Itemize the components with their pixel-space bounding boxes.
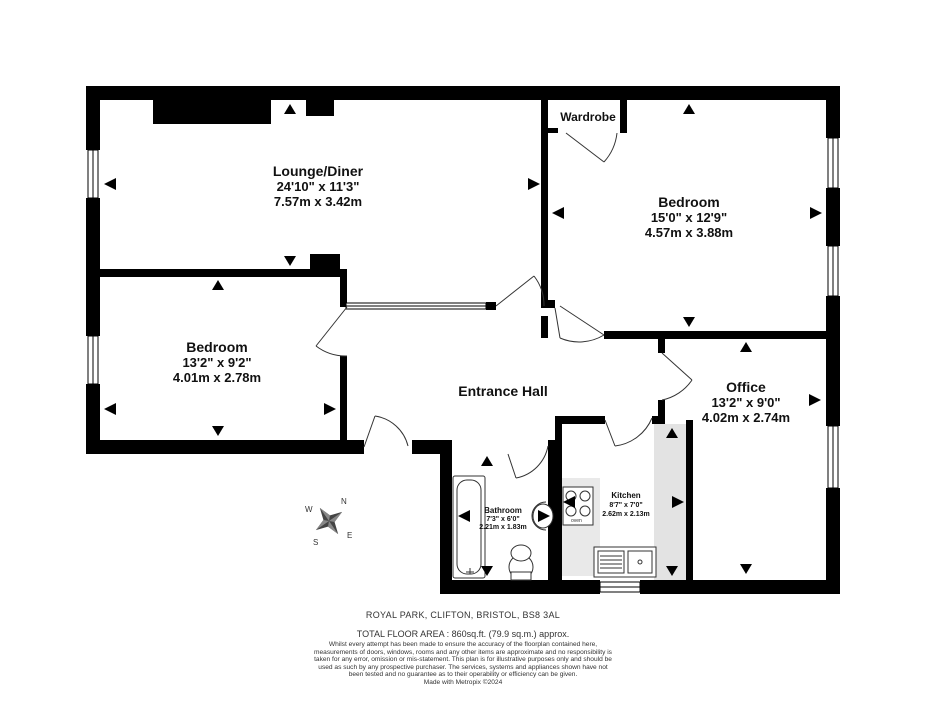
bedroom2-dim-metric: 4.01m x 2.78m (173, 370, 261, 385)
footer-total-area: TOTAL FLOOR AREA : 860sq.ft. (79.9 sq.m.… (356, 629, 570, 639)
bedroom2-dim-imperial: 13'2" x 9'2" (182, 355, 251, 370)
bathroom-dim-metric: 2.21m x 1.83m (479, 524, 526, 531)
kitchen-dim-imperial: 8'7" x 7'0" (609, 502, 642, 509)
compass-w: W (305, 505, 313, 514)
sink-drainer (597, 550, 625, 574)
bathroom-dim-imperial: 7'3" x 6'0" (486, 516, 519, 523)
toilet-seat (510, 544, 532, 562)
bedroom1-name: Bedroom (658, 194, 719, 210)
arrow-up (284, 104, 296, 114)
oven-label: oven (571, 518, 582, 524)
footer-disclaimer: Whilst every attempt has been made to en… (314, 641, 612, 679)
kitchen-fixtures (562, 486, 657, 578)
bathroom-name: Bathroom (484, 506, 522, 515)
lounge-dim-imperial: 24'10" x 11'3" (277, 179, 360, 194)
kitchen-dim-metric: 2.62m x 2.13m (602, 511, 649, 518)
office-name: Office (726, 379, 766, 395)
toilet-cistern (510, 571, 532, 581)
office-dim-imperial: 13'2" x 9'0" (711, 395, 780, 410)
doors (315, 132, 693, 479)
arrow-down (284, 256, 296, 266)
compass: N E S W (305, 497, 352, 547)
compass-e: E (347, 531, 352, 540)
office-dim-metric: 4.02m x 2.74m (702, 410, 790, 425)
dimension-arrows (104, 104, 822, 576)
lounge-dim-metric: 7.57m x 3.42m (274, 194, 362, 209)
bath-tap (466, 568, 474, 574)
lounge-name: Lounge/Diner (273, 163, 364, 179)
bathtub-inner (456, 479, 482, 575)
arrow-right (528, 178, 540, 190)
walls (86, 86, 840, 594)
compass-n: N (341, 497, 347, 506)
sliding-door (345, 302, 487, 310)
hall-name: Entrance Hall (458, 383, 547, 399)
wardrobe-name: Wardrobe (560, 110, 616, 124)
arrow-left (104, 178, 116, 190)
compass-icon (315, 507, 343, 535)
hob-ring-4 (579, 505, 591, 517)
kitchen-name: Kitchen (611, 491, 640, 500)
compass-s: S (313, 538, 318, 547)
windows (87, 137, 839, 593)
sink-drain (637, 559, 643, 565)
footer-address: ROYAL PARK, CLIFTON, BRISTOL, BS8 3AL (365, 610, 561, 620)
bedroom1-dim-metric: 4.57m x 3.88m (645, 225, 733, 240)
bedroom2-name: Bedroom (186, 339, 247, 355)
hob-ring-2 (579, 490, 591, 502)
room-labels: Lounge/Diner 24'10" x 11'3" 7.57m x 3.42… (173, 110, 790, 531)
footer-made-with: Made with Metropix ©2024 (423, 679, 503, 686)
bedroom1-dim-imperial: 15'0" x 12'9" (651, 210, 727, 225)
